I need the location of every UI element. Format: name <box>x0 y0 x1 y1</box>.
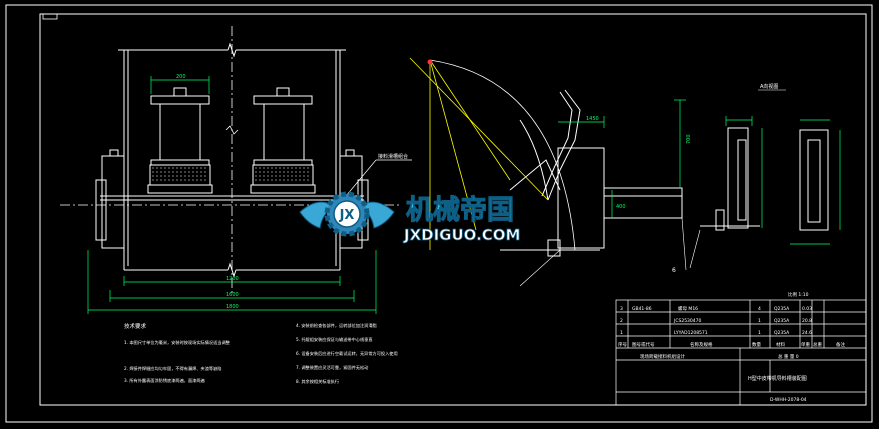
side-view-dimensions <box>558 99 686 218</box>
part-row-3-qty: 1 <box>758 330 761 336</box>
front-view-dimensions <box>87 76 377 314</box>
header-unit-weight: 单重 <box>801 341 810 348</box>
header-material: 材料 <box>776 341 785 348</box>
part-balloons <box>519 217 701 287</box>
dim-side-offset: 400 <box>616 204 626 210</box>
header-code: 图号或代号 <box>632 341 655 348</box>
drawing-inner-frame <box>39 13 867 406</box>
part-row-1-no: 3 <box>620 306 623 312</box>
part-row-3-no: 1 <box>620 330 623 336</box>
watermark-logo-letters: JX <box>339 208 355 223</box>
header-total-weight: 总重 <box>813 341 822 348</box>
front-view <box>60 26 400 295</box>
watermark: JX 机械帝国 JXDIGUO.COM <box>299 191 521 244</box>
dim-beam-width: 200 <box>176 74 186 80</box>
dim-rail-width: 1200 <box>226 276 239 282</box>
side-view <box>429 59 683 257</box>
header-no: 序号 <box>618 341 627 348</box>
part-row-2-weight: 20.8 <box>802 318 812 324</box>
section-view <box>700 127 829 231</box>
part-row-1-weight: 0.03 <box>802 306 812 312</box>
dim-side-radius: 1450 <box>586 116 599 122</box>
header-name: 名称及规格 <box>690 341 713 348</box>
watermark-url: JXDIGUO.COM <box>403 226 520 244</box>
header-qty: 数量 <box>752 341 761 348</box>
tech-req-3: 3. 所有外露表面涂防锈底漆两遍，面漆两遍 <box>124 377 206 384</box>
tech-req-title: 技术要求 <box>124 322 147 330</box>
balloon-6: 6 <box>672 267 676 274</box>
tech-requirements: 技术要求 1. 本图尺寸单位为毫米，安装时按现场实际情况适当调整 2. 焊接件焊… <box>124 322 398 385</box>
part-row-3-weight: 24.6 <box>802 330 812 336</box>
part-row-2-code: JCS2530470 <box>673 318 702 324</box>
watermark-wing-right <box>359 201 395 229</box>
tech-req-8: 8. 其余按相关标准执行 <box>296 378 339 385</box>
parts-list: 3 GB41-86 螺母 M16 4 Q235A 0.03 2 JCS25304… <box>618 305 845 403</box>
part-row-2-material: Q235A <box>774 318 790 324</box>
dim-frame-inner: 1600 <box>226 292 239 298</box>
side-view-construction <box>409 57 549 250</box>
watermark-title: 机械帝国 <box>406 194 514 226</box>
tech-req-6: 6. 设备安装后应进行空载试运转，无异常方可投入使用 <box>296 350 398 357</box>
part-row-2-qty: 1 <box>758 318 761 324</box>
tech-req-5: 5. 托辊组安装应保证与输送带中心线垂直 <box>296 336 373 343</box>
scale-note: 比例 1:10 <box>788 291 809 298</box>
part-row-3-material: Q235A <box>774 330 790 336</box>
idler-hatch <box>152 167 311 181</box>
tech-req-1: 1. 本图尺寸单位为毫米，安装时按现场实际情况适当调整 <box>124 339 231 346</box>
title-block <box>615 299 867 406</box>
drawing-outer-frame <box>5 4 873 423</box>
company-name: 现场跨载接料机组设计 <box>640 353 685 360</box>
drawing-corner-tag <box>42 13 58 20</box>
part-row-1-qty: 4 <box>758 306 761 312</box>
drawing-title: H型中皮带机导料槽装配图 <box>748 375 807 382</box>
pivot-point <box>427 59 433 65</box>
dim-frame-outer: 1800 <box>226 304 239 310</box>
tech-req-7: 7. 调整装置应灵活可靠，紧固件无松动 <box>296 364 368 371</box>
callout-note: 接料滑槽组合 <box>378 153 408 160</box>
section-view-dimensions <box>725 116 841 245</box>
part-row-1-code: GB41-86 <box>632 306 652 312</box>
part-row-1-material: Q235A <box>774 306 790 312</box>
part-row-2-no: 2 <box>620 318 623 324</box>
part-row-1-name: 螺母 M16 <box>678 305 698 312</box>
part-row-3-code: LYYAD1208571 <box>674 330 708 336</box>
section-view-label: A向视图 <box>760 83 778 90</box>
drawing-number: D-WHH-2078-04 <box>770 397 807 403</box>
header-remark: 备注 <box>836 341 845 348</box>
dim-side-height: 700 <box>686 134 692 144</box>
designer-row: 总 重 量 0 <box>778 353 799 360</box>
tech-req-2: 2. 焊接件焊缝应均匀牢固，不得有漏焊、夹渣等缺陷 <box>124 365 221 372</box>
callout-leader <box>345 159 377 197</box>
tech-req-4: 4. 安装前检查各部件，运转部位加注润滑脂 <box>296 322 377 329</box>
